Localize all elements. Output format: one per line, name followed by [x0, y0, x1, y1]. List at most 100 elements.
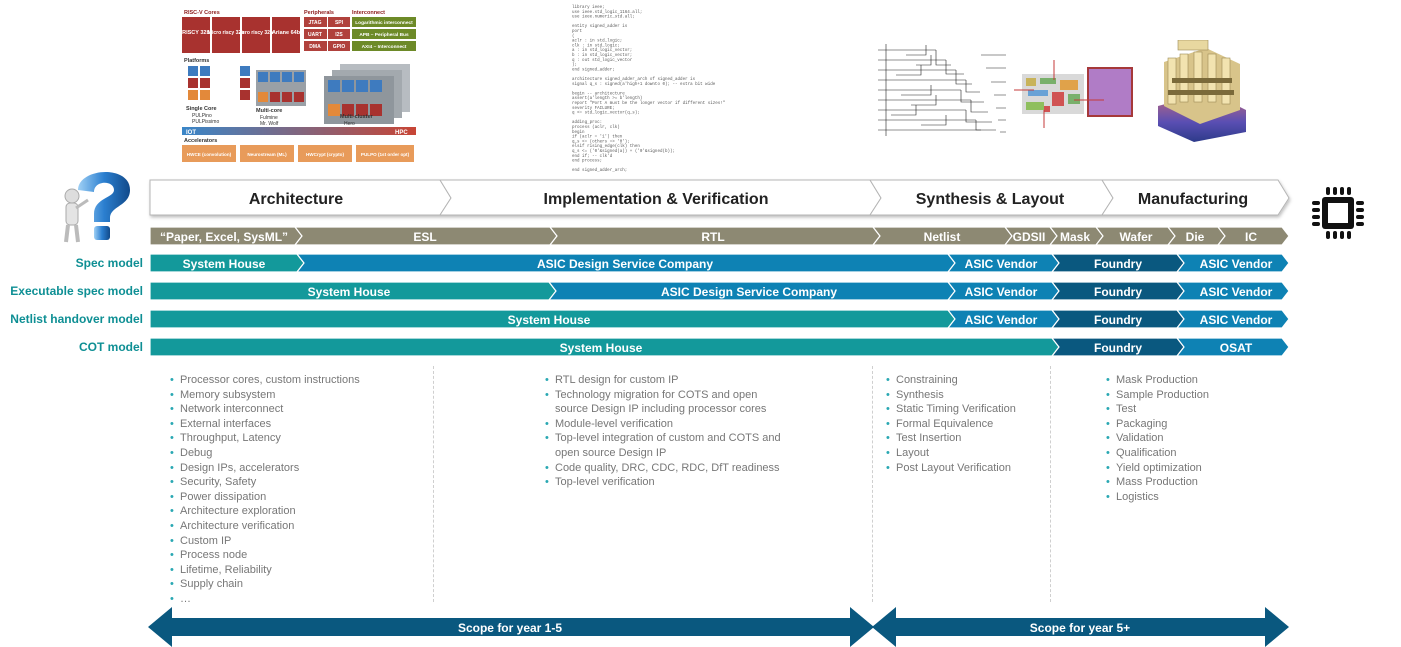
multi-core-item: Fulmine — [260, 115, 278, 121]
peripheral-grid: JTAG SPI UART I2S DMA GPIO — [304, 17, 350, 51]
list-item: External interfaces — [170, 417, 420, 432]
segment-label: Foundry — [1094, 285, 1142, 299]
segment-label: ASIC Vendor — [1200, 257, 1273, 271]
chip-icon — [1312, 187, 1364, 239]
stage-label: Die — [1186, 230, 1205, 244]
stage-label: “Paper, Excel, SysML” — [160, 230, 288, 244]
single-core-item: PULPino — [192, 113, 212, 119]
code-line: q <= std_logic_vector(q_s); — [572, 111, 640, 116]
code-line: architecture signed_adder_arch of signed… — [572, 77, 696, 82]
list-item: Top-level integration of custom and COTS… — [545, 431, 785, 460]
scope-label-left: Scope for year 1-5 — [458, 621, 562, 635]
axis-left-label: IOT — [186, 130, 196, 136]
segment-label: ASIC Vendor — [1200, 313, 1273, 327]
segment-label: System House — [508, 313, 591, 327]
list-item: Layout — [886, 446, 1051, 461]
netlist-schematic-thumbnail — [878, 44, 1006, 136]
list-item: Technology migration for COTS and open s… — [545, 388, 785, 417]
segment-label: Foundry — [1094, 341, 1142, 355]
list-item: Power dissipation — [170, 490, 420, 505]
code-line: port — [572, 30, 583, 34]
list-item: Test Insertion — [886, 431, 1051, 446]
phase-title-manufacturing: Manufacturing — [1138, 191, 1248, 208]
list-item: Logistics — [1106, 490, 1266, 505]
manufacturing-task-list: Mask Production Sample Production Test P… — [1106, 373, 1266, 504]
core-name: Micro riscy 32b — [208, 30, 244, 36]
interconnect-group-label: Interconnect — [352, 10, 385, 16]
interconnect-name: Logarithmic interconnect — [355, 20, 413, 26]
list-item: Lifetime, Reliability — [170, 563, 420, 578]
list-item: Mass Production — [1106, 475, 1266, 490]
cores-group-label: RISC-V Cores — [184, 10, 220, 16]
segment-label: OSAT — [1220, 341, 1253, 355]
cot-segment — [1175, 337, 1290, 357]
code-line: ); — [572, 63, 577, 68]
core-name: Zero riscy 32b — [239, 30, 273, 36]
segment-label: ASIC Design Service Company — [537, 257, 713, 271]
phase-title-implementation: Implementation & Verification — [544, 191, 769, 208]
multi-core-item: Mr. Wolf — [260, 121, 279, 127]
core-box — [242, 17, 270, 53]
code-line: aclr : in std_logic; — [572, 39, 622, 44]
code-line: q_s <= ('0'&signed(a)) + ('0'&signed(b))… — [572, 149, 675, 154]
list-item: Packaging — [1106, 417, 1266, 432]
list-item: Security, Safety — [170, 475, 420, 490]
code-line: q : out std_logic_vector — [572, 58, 633, 63]
code-line: end if; -- clk'd — [572, 154, 613, 159]
column-divider — [872, 366, 873, 602]
model-label-netlist-handover: Netlist handover model — [10, 312, 143, 326]
synthesis-task-list: Constraining Synthesis Static Timing Ver… — [886, 373, 1051, 475]
segment-label: ASIC Vendor — [1200, 285, 1273, 299]
single-core-label: Single Core — [186, 106, 217, 112]
list-item: Validation — [1106, 431, 1266, 446]
list-item: Supply chain — [170, 577, 420, 592]
platform-blocks — [188, 64, 410, 124]
implementation-task-list: RTL design for custom IP Technology migr… — [545, 373, 785, 490]
list-item: Architecture verification — [170, 519, 420, 534]
list-item: Constraining — [886, 373, 1051, 388]
stage-label: ESL — [413, 230, 436, 244]
core-box — [272, 17, 300, 53]
model-label-executable-spec: Executable spec model — [10, 284, 143, 298]
list-item: Code quality, DRC, CDC, RDC, DfT readine… — [545, 461, 785, 476]
code-line: report "Port A must be the longer vector… — [572, 101, 725, 106]
code-line: a : in std_logic_vector; — [572, 48, 632, 53]
list-item: … — [170, 592, 420, 607]
list-item: Custom IP — [170, 534, 420, 549]
stage-label: Wafer — [1120, 230, 1153, 244]
code-line: begin — [572, 130, 585, 135]
core-name: RISCY 32b — [182, 30, 210, 36]
exec-segment — [1175, 281, 1290, 301]
code-line: begin -- architecture — [572, 91, 625, 96]
peripheral-name: I2S — [335, 32, 343, 38]
spec-segment — [1175, 253, 1290, 273]
peripheral-name: UART — [308, 32, 322, 38]
core-box — [212, 17, 240, 53]
segment-label: ASIC Design Service Company — [661, 285, 837, 299]
peripherals-group-label: Peripherals — [304, 10, 334, 16]
stage-chevrons — [149, 226, 1290, 246]
phase-chevrons — [149, 179, 1290, 216]
list-item: Architecture exploration — [170, 504, 420, 519]
list-item: Yield optimization — [1106, 461, 1266, 476]
code-line: q_s <= (others => '0'); — [572, 139, 630, 144]
list-item: Memory subsystem — [170, 388, 420, 403]
accelerator-name: HWCE (convolution) — [187, 152, 232, 157]
code-line: adding_proc: — [572, 120, 602, 125]
scope-label-right: Scope for year 5+ — [1030, 621, 1130, 635]
list-item: Qualification — [1106, 446, 1266, 461]
multi-cluster-label: Multi-cluster — [340, 114, 374, 120]
model-segment-labels: System House ASIC Design Service Company… — [183, 257, 1273, 355]
code-line: end signed_adder_arch; — [572, 168, 627, 173]
stage-label: IC — [1245, 230, 1257, 244]
interconnect-name: AXI4 – Interconnect — [362, 44, 407, 50]
list-item: Module-level verification — [545, 417, 785, 432]
list-item: Formal Equivalence — [886, 417, 1051, 432]
peripheral-name: JTAG — [309, 20, 322, 26]
core-box — [182, 17, 210, 53]
phase-chevron-manufacturing — [1101, 179, 1290, 216]
scope-arrow-left — [148, 607, 874, 647]
accelerator-name: HWCrypt (crypto) — [306, 152, 344, 157]
list-item: Debug — [170, 446, 420, 461]
netlist-segment — [1175, 309, 1290, 329]
